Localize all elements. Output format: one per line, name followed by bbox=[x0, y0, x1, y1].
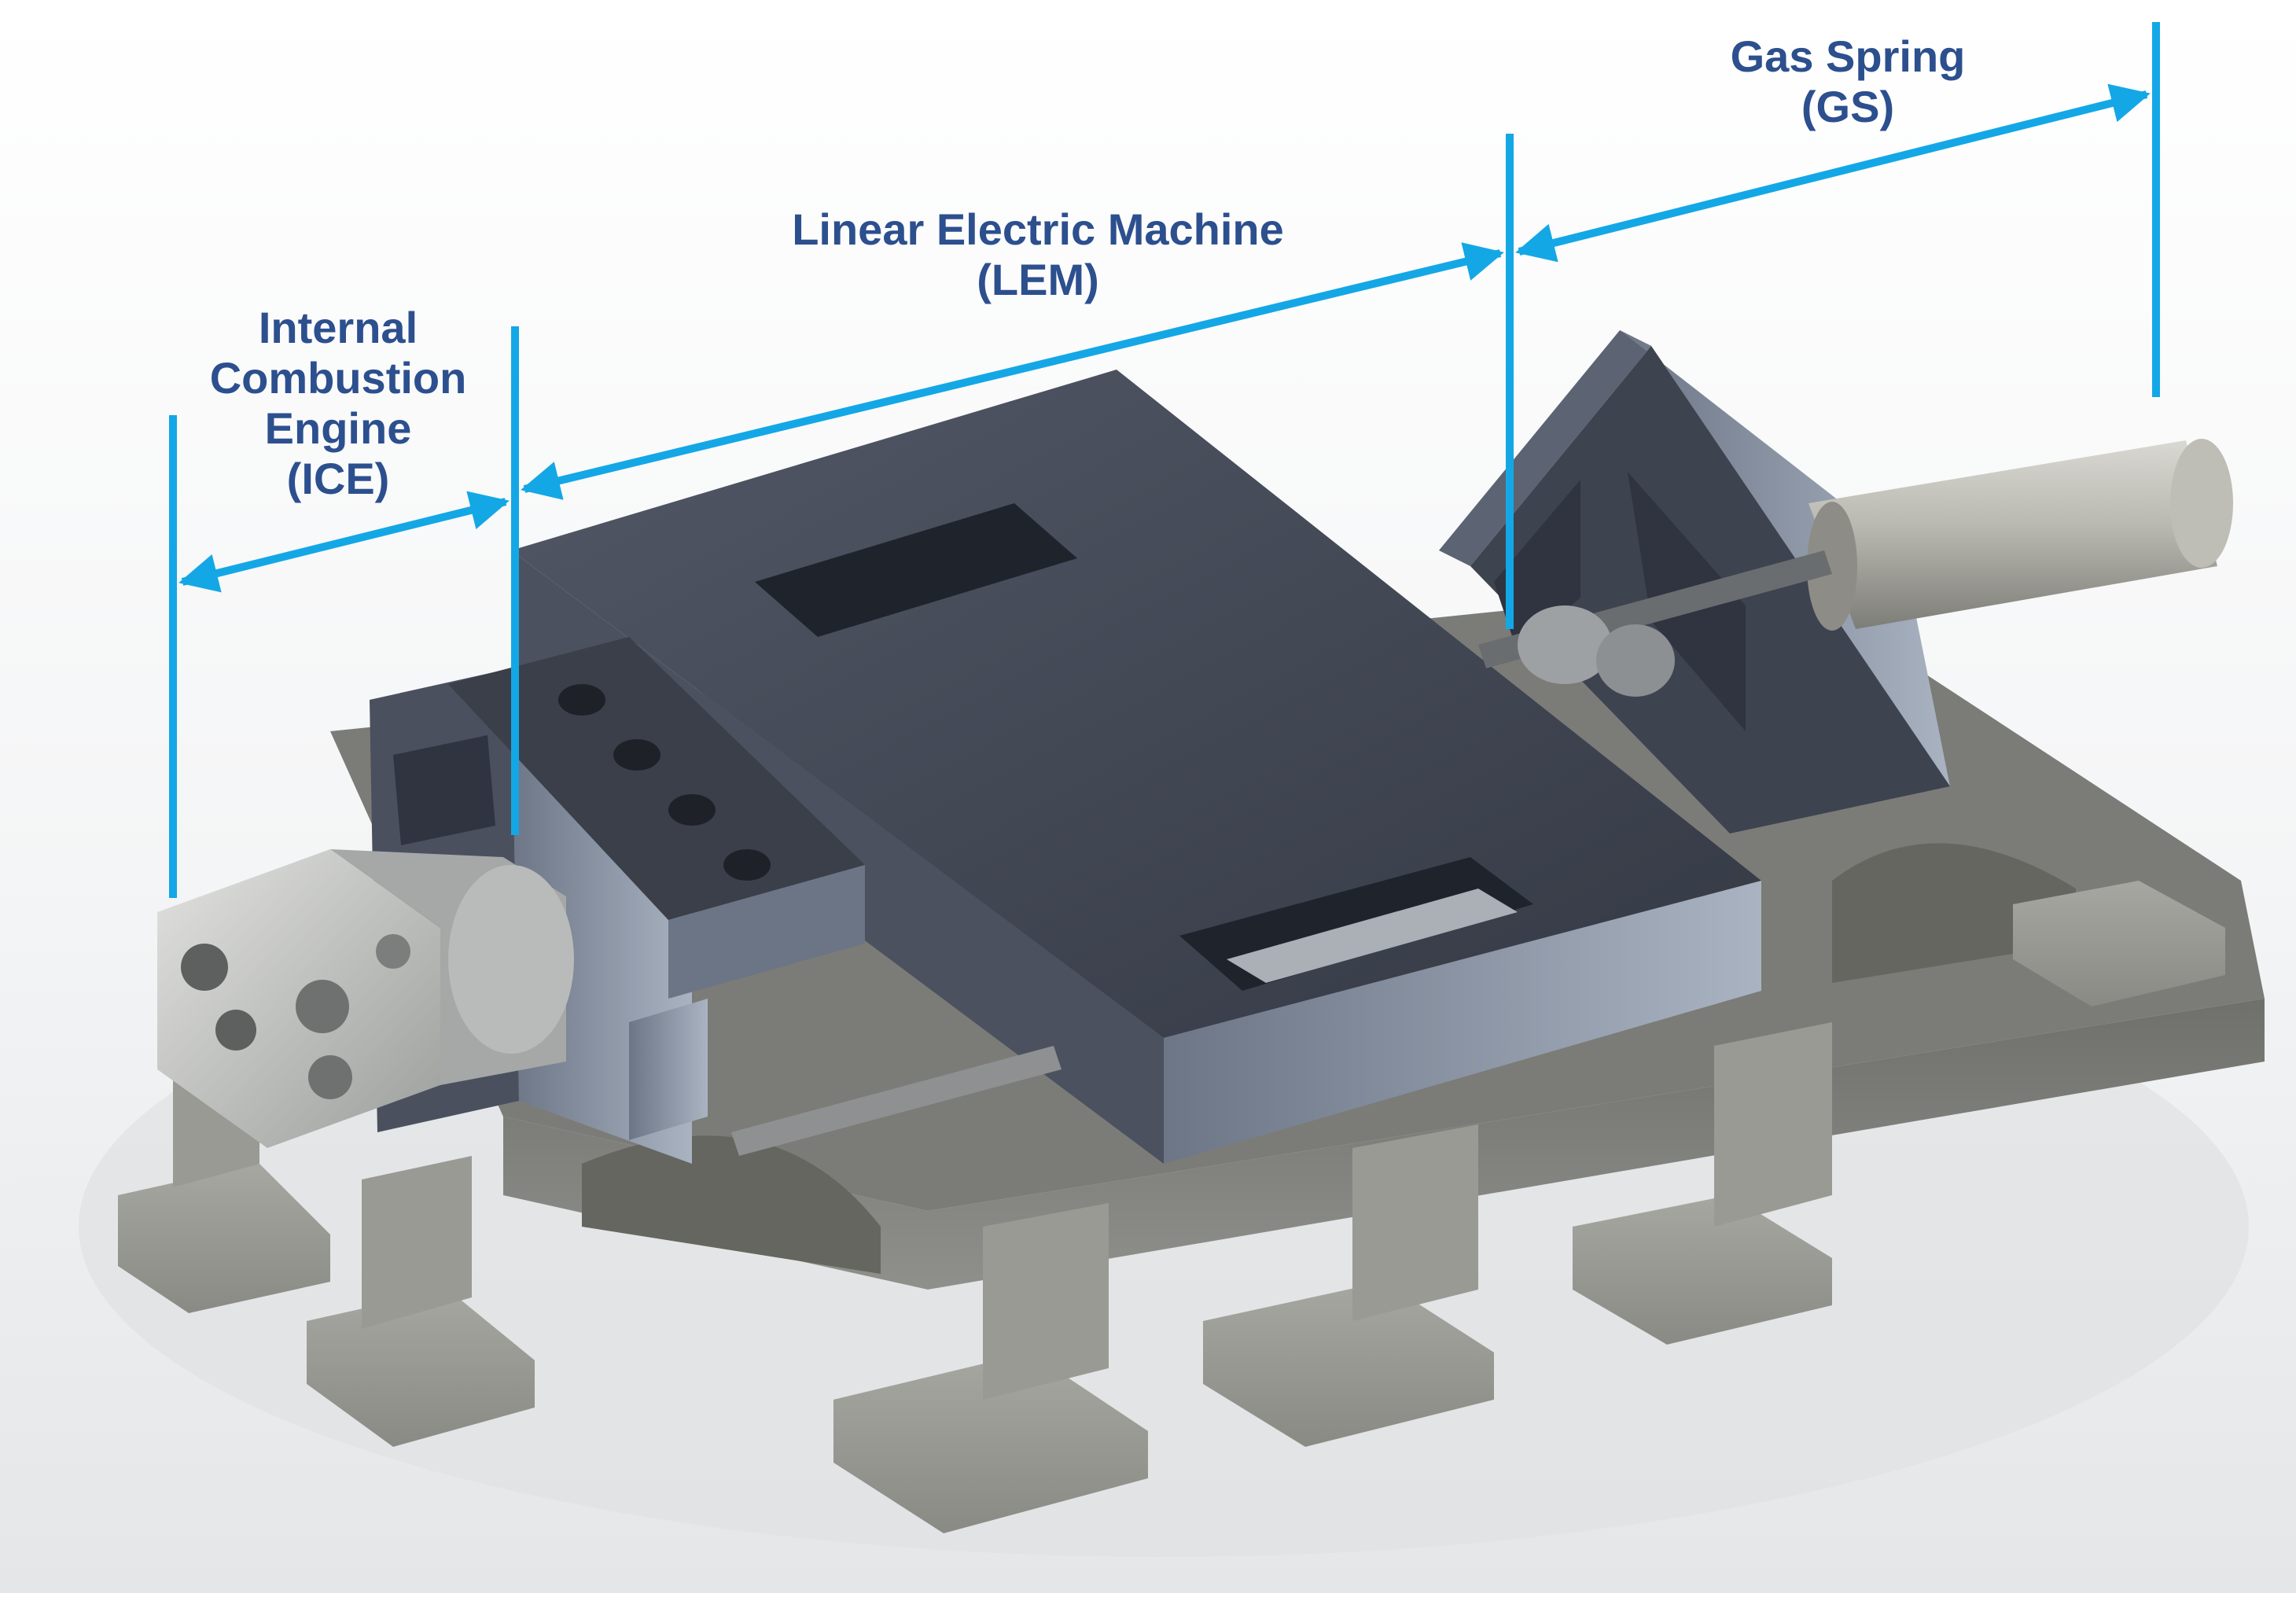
ice-engine bbox=[157, 849, 574, 1148]
foot-2 bbox=[307, 1290, 535, 1447]
foot-5-post bbox=[1714, 1022, 1832, 1227]
lem-label-line-1: Linear Electric Machine bbox=[792, 204, 1284, 254]
lem-front-slot-light bbox=[1227, 889, 1518, 983]
gs-label-line-1: Gas Spring bbox=[1730, 31, 1966, 81]
foot-6 bbox=[2013, 881, 2225, 1006]
gas-spring-cylinder bbox=[1807, 439, 2233, 631]
foot-5 bbox=[1573, 1195, 1832, 1345]
foot-4 bbox=[1203, 1282, 1494, 1447]
ice-label-line-1: Internal bbox=[258, 303, 418, 352]
ice-label-line-4: (ICE) bbox=[286, 454, 390, 503]
ice-label: Internal Combustion Engine (ICE) bbox=[189, 303, 488, 504]
dimension-lines bbox=[169, 22, 2160, 898]
foot-3 bbox=[833, 1352, 1148, 1533]
base-arch-left bbox=[582, 1135, 881, 1274]
ice-label-line-3: Engine bbox=[264, 403, 412, 453]
gs-label-line-2: (GS) bbox=[1801, 82, 1895, 131]
foot-4-post bbox=[1352, 1124, 1478, 1321]
lem-top-slot bbox=[755, 503, 1077, 637]
gs-dimension-arrow bbox=[1515, 83, 2151, 263]
foot-1 bbox=[118, 1164, 330, 1313]
ice-label-line-2: Combustion bbox=[209, 353, 467, 403]
lem-front-side bbox=[1164, 881, 1761, 1164]
gs-label: Gas Spring (GS) bbox=[1683, 31, 2013, 132]
ice-dimension-arrow bbox=[178, 491, 510, 593]
foot-2-post bbox=[362, 1156, 472, 1329]
lem-dimension-arrow bbox=[521, 242, 1504, 500]
dimension-arrows bbox=[178, 83, 2151, 593]
lem-port-block bbox=[448, 637, 865, 1140]
foot-3-post bbox=[983, 1203, 1109, 1400]
lem-label: Linear Electric Machine (LEM) bbox=[731, 204, 1345, 305]
lem-label-line-2: (LEM) bbox=[977, 255, 1099, 304]
piston-rods bbox=[731, 550, 1832, 1156]
